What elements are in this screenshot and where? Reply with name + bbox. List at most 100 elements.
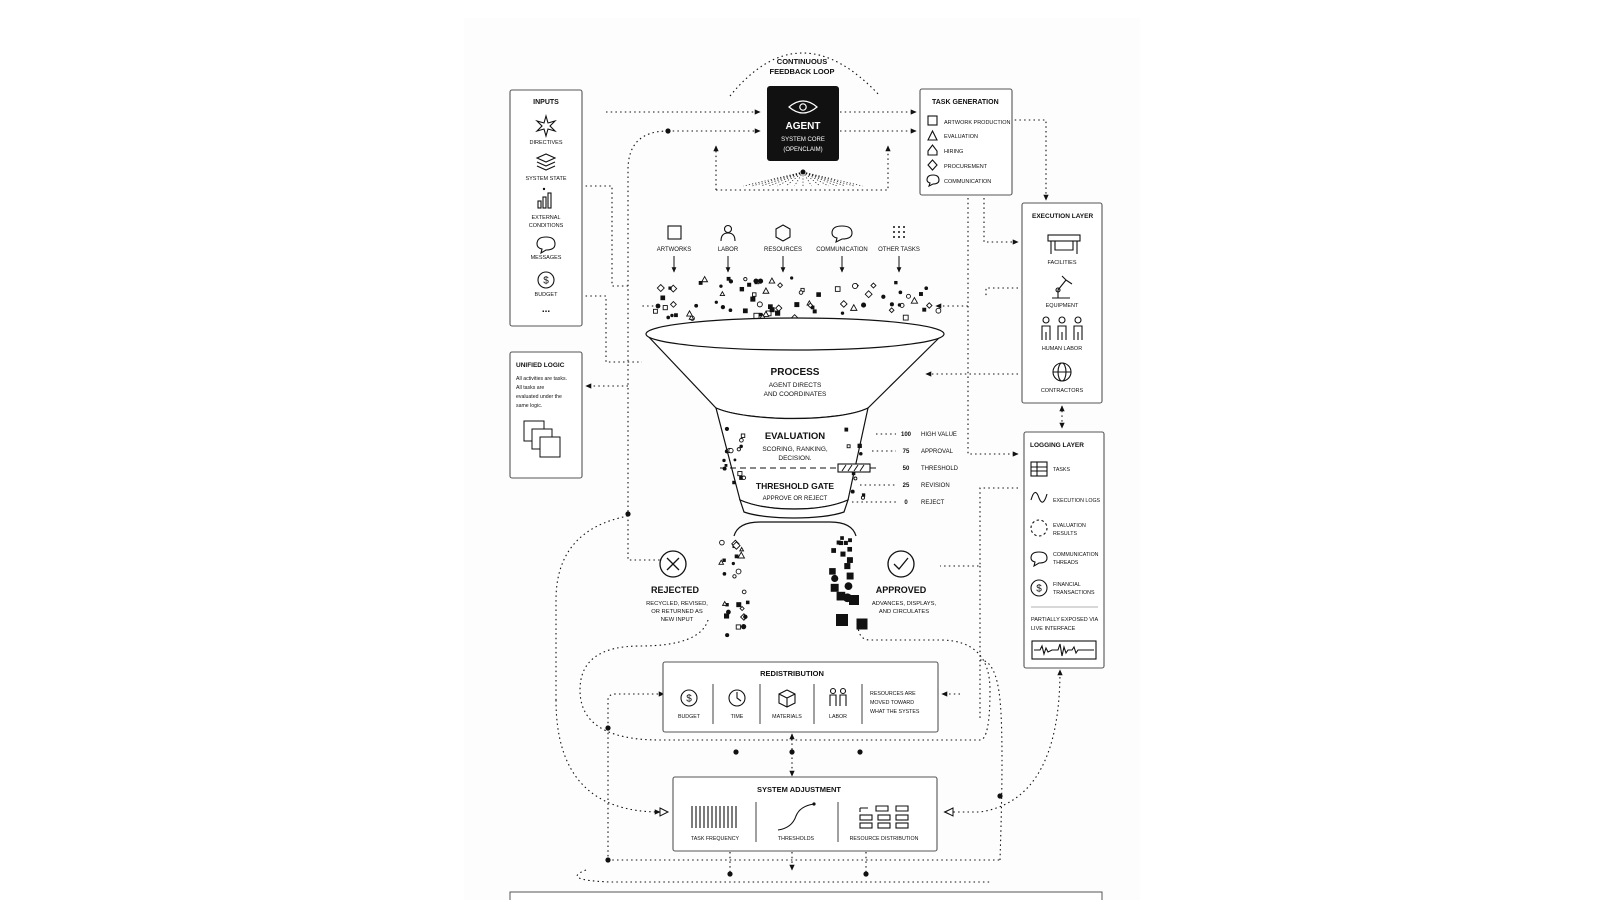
table-icon bbox=[1047, 234, 1081, 254]
dollar-icon: $ bbox=[680, 689, 698, 707]
starburst-icon bbox=[535, 113, 557, 139]
process-title: PROCESS bbox=[771, 367, 820, 378]
person-icon bbox=[720, 224, 736, 242]
approved-node: APPROVED ADVANCES, DISPLAYS, AND CIRCULA… bbox=[872, 550, 937, 615]
funnel-outlet bbox=[733, 521, 857, 537]
adjustment-resource-distribution-label: RESOURCE DISTRIBUTION bbox=[850, 836, 919, 842]
scale-value-25: 25 bbox=[903, 483, 910, 489]
scale-value-50: 50 bbox=[903, 466, 910, 472]
redistribution-budget-label: BUDGET bbox=[678, 714, 701, 720]
people-icon bbox=[829, 687, 847, 706]
rejected-title: REJECTED bbox=[651, 585, 700, 595]
outcome-particles bbox=[718, 426, 868, 638]
category-communication: COMMUNICATION bbox=[816, 225, 868, 273]
logging-communication-label: COMMUNICATION bbox=[1053, 552, 1099, 558]
adjustment-task-frequency-label: TASK FREQUENCY bbox=[691, 836, 740, 842]
task-gen-item-5: COMMUNICATION bbox=[944, 179, 991, 185]
agent-sub-2: (OPENCLAIM) bbox=[783, 147, 822, 153]
redistribution-time-label: TIME bbox=[731, 714, 744, 720]
category-communication-label: COMMUNICATION bbox=[816, 247, 868, 253]
system-adjustment-panel: SYSTEM ADJUSTMENT TASK FREQUENCY THRESHO… bbox=[672, 776, 938, 852]
unified-logic-panel: UNIFIED LOGIC All activities are tasks. … bbox=[509, 351, 583, 479]
execution-equipment-label: EQUIPMENT bbox=[1046, 303, 1079, 309]
logging-financial-label: FINANCIAL bbox=[1053, 582, 1081, 588]
logging-evaluation-label: EVALUATION bbox=[1053, 523, 1086, 529]
threshold-gate-sub: APPROVE OR REJECT bbox=[763, 496, 828, 502]
execution-facilities-label: FACILITIES bbox=[1047, 260, 1076, 266]
redistribution-title: REDISTRIBUTION bbox=[760, 669, 824, 678]
logging-threads-label: THREADS bbox=[1053, 560, 1079, 566]
square-icon bbox=[927, 115, 938, 126]
redistribution-note-1: RESOURCES ARE bbox=[870, 691, 916, 697]
rejected-line-1: RECYCLED, REVISED, bbox=[646, 601, 708, 607]
agent-core-box[interactable]: AGENT SYSTEM CORE (OPENCLAIM) bbox=[767, 86, 839, 161]
inputs-directives-label: DIRECTIVES bbox=[529, 140, 562, 146]
process-sub-1: AGENT DIRECTS bbox=[769, 382, 822, 389]
inputs-title: INPUTS bbox=[533, 99, 559, 106]
category-artworks-label: ARTWORKS bbox=[657, 247, 692, 253]
robot-arm-icon bbox=[1052, 275, 1073, 299]
live-interface-waveform bbox=[1031, 640, 1097, 660]
slots-icon bbox=[859, 805, 909, 829]
redistribution-materials-label: MATERIALS bbox=[772, 714, 802, 720]
logging-note-1: PARTIALLY EXPOSED VIA bbox=[1031, 617, 1098, 623]
task-gen-item-3: HIRING bbox=[944, 149, 963, 155]
stacked-squares-icon bbox=[523, 420, 561, 458]
speech-bubble-icon bbox=[831, 225, 853, 244]
cube-icon bbox=[778, 689, 796, 708]
execution-layer-title: EXECUTION LAYER bbox=[1032, 213, 1093, 220]
dollar-icon: $ bbox=[1030, 579, 1048, 597]
speech-bubble-icon bbox=[926, 174, 940, 188]
hexagon-icon bbox=[775, 224, 791, 242]
svg-text:$: $ bbox=[686, 694, 692, 705]
eye-icon bbox=[788, 100, 818, 114]
pentagon-icon bbox=[927, 144, 938, 156]
logging-transactions-label: TRANSACTIONS bbox=[1053, 590, 1095, 596]
execution-contractors-label: CONTRACTORS bbox=[1041, 388, 1084, 394]
triangle-icon bbox=[927, 129, 938, 141]
dollar-icon: $ bbox=[537, 271, 555, 289]
threshold-gate-title: THRESHOLD GATE bbox=[756, 481, 835, 491]
category-other-tasks: OTHER TASKS bbox=[878, 226, 920, 273]
scale-label-high-value: HIGH VALUE bbox=[921, 432, 957, 438]
square-icon bbox=[667, 225, 682, 240]
category-artworks: ARTWORKS bbox=[657, 225, 692, 273]
inputs-budget-label: BUDGET bbox=[535, 292, 559, 298]
unified-logic-title: UNIFIED LOGIC bbox=[516, 362, 565, 369]
execution-human-labor-label: HUMAN LABOR bbox=[1042, 346, 1082, 352]
category-labor: LABOR bbox=[718, 224, 739, 273]
svg-text:$: $ bbox=[543, 276, 549, 287]
redistribution-panel: REDISTRIBUTION $ BUDGET TIME MATERIALS L… bbox=[662, 661, 939, 733]
evaluation-sub-1: SCORING, RANKING, bbox=[762, 446, 828, 453]
funnel-rim bbox=[645, 317, 945, 351]
funnel: PROCESS AGENT DIRECTS AND COORDINATES EV… bbox=[645, 317, 945, 537]
inputs-system-state-label: SYSTEM STATE bbox=[525, 176, 566, 182]
category-labor-label: LABOR bbox=[718, 247, 739, 253]
approved-line-1: ADVANCES, DISPLAYS, bbox=[872, 601, 937, 607]
evaluation-sub-2: DECISION. bbox=[778, 455, 811, 462]
open-arrow-left bbox=[659, 807, 670, 817]
dot-grid-icon bbox=[893, 226, 905, 238]
globe-icon bbox=[1052, 362, 1072, 382]
task-generation-panel: TASK GENERATION ARTWORK PRODUCTION EVALU… bbox=[919, 88, 1013, 196]
inputs-more: ... bbox=[542, 304, 551, 315]
speech-bubble-icon bbox=[1030, 551, 1048, 568]
logging-tasks-label: TASKS bbox=[1053, 467, 1070, 473]
speech-bubble-icon bbox=[536, 236, 556, 255]
wave-icon bbox=[1030, 491, 1048, 503]
feedback-loop-label-1: CONTINUOUS bbox=[777, 57, 827, 66]
legend-strip bbox=[509, 891, 1103, 900]
check-circle-icon bbox=[887, 550, 915, 578]
category-resources: RESOURCES bbox=[764, 224, 802, 273]
task-generation-title: TASK GENERATION bbox=[932, 99, 999, 106]
open-arrow-right bbox=[943, 807, 954, 817]
inputs-messages-label: MESSAGES bbox=[531, 255, 562, 261]
unified-logic-line-2: All tasks are bbox=[516, 385, 544, 391]
unified-logic-line-3: evaluated under the bbox=[516, 394, 562, 400]
rejected-line-3: NEW INPUT bbox=[661, 617, 694, 623]
grid-table-icon bbox=[1030, 461, 1048, 477]
category-other-tasks-label: OTHER TASKS bbox=[878, 247, 920, 253]
inputs-external-label: EXTERNAL bbox=[531, 215, 560, 221]
